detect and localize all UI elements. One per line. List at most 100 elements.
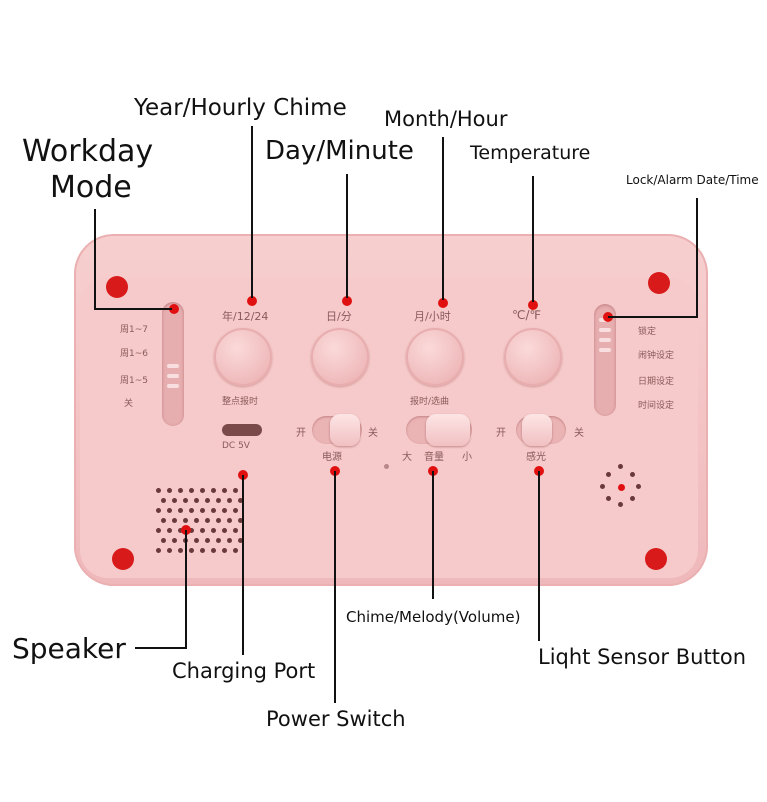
hourly-chime-label: 整点报时 [222, 397, 259, 407]
callout-lock-alarm-date-time: Lock/Alarm Date/Time [626, 173, 759, 187]
speaker-hole [161, 518, 166, 523]
speaker-hole [156, 548, 161, 553]
speaker-hole [233, 508, 238, 513]
marker-month-hour [438, 298, 448, 308]
day-minute-button-label: 日/分 [326, 310, 352, 323]
speaker-hole [238, 538, 243, 543]
callout-speaker: Speaker [12, 632, 126, 665]
leader-line [696, 198, 698, 317]
buzzer-hole [630, 472, 635, 477]
power-switch[interactable] [312, 414, 362, 446]
callout-month-hour: Month/Hour [384, 107, 508, 131]
buzzer-hole [618, 502, 623, 507]
speaker-hole [211, 508, 216, 513]
slider-grip [599, 348, 611, 352]
buzzer-hole [618, 464, 623, 469]
callout-workday-mode-line2: Mode [50, 170, 132, 205]
speaker-hole [183, 498, 188, 503]
speaker-hole [216, 518, 221, 523]
marker-workday [169, 304, 179, 314]
power-off-label: 关 [368, 428, 378, 439]
speaker-hole [200, 548, 205, 553]
usb-c-port[interactable] [222, 424, 262, 436]
lock-option-label: 日期设定 [638, 377, 675, 387]
volume-big-label: 大 [402, 452, 412, 463]
speaker-hole [189, 548, 194, 553]
power-switch-knob [330, 414, 360, 446]
month-hour-button[interactable] [406, 328, 464, 386]
speaker-hole [233, 488, 238, 493]
speaker-hole [194, 518, 199, 523]
lock-option-label: 时间设定 [638, 401, 675, 411]
speaker-hole [205, 498, 210, 503]
speaker-hole [189, 528, 194, 533]
speaker-hole [216, 498, 221, 503]
speaker-hole [200, 508, 205, 513]
speaker-hole [156, 528, 161, 533]
light-sensor-switch[interactable] [516, 414, 566, 446]
volume-switch[interactable] [406, 414, 472, 446]
speaker-hole [178, 488, 183, 493]
speaker-hole [216, 538, 221, 543]
speaker-hole [211, 548, 216, 553]
temperature-button[interactable] [504, 328, 562, 386]
marker-year [247, 296, 257, 306]
slider-grip [167, 374, 179, 378]
speaker-hole [178, 548, 183, 553]
leader-line [538, 471, 540, 641]
year-hourly-chime-button[interactable] [214, 328, 272, 386]
speaker-hole [172, 498, 177, 503]
speaker-hole [233, 528, 238, 533]
volume-small-label: 小 [462, 452, 472, 463]
speaker-hole [156, 488, 161, 493]
speaker-hole [211, 528, 216, 533]
callout-chime-melody-volume: Chime/Melody(Volume) [346, 608, 521, 626]
slider-grip [599, 338, 611, 342]
buzzer-hole [618, 484, 625, 491]
speaker-hole [238, 518, 243, 523]
lock-option-label: 闹钟设定 [638, 351, 675, 361]
callout-power-switch: Power Switch [266, 707, 406, 731]
workday-option-label: 关 [124, 399, 134, 409]
buzzer-hole [636, 484, 641, 489]
volume-label: 音量 [424, 452, 444, 463]
speaker-hole [227, 538, 232, 543]
chime-melody-label: 报时/选曲 [410, 397, 450, 407]
leader-line [334, 471, 336, 703]
speaker-hole [161, 538, 166, 543]
speaker-hole [161, 498, 166, 503]
callout-temperature: Temperature [470, 142, 591, 164]
speaker-hole [211, 488, 216, 493]
buzzer-hole [606, 472, 611, 477]
leader-line [346, 174, 348, 298]
corner-screw-top-right [648, 272, 670, 294]
speaker-hole [178, 528, 183, 533]
speaker-hole [222, 548, 227, 553]
speaker-hole [167, 508, 172, 513]
leader-line [251, 126, 253, 298]
leader-line [94, 308, 172, 310]
speaker-hole [189, 508, 194, 513]
speaker-hole [194, 498, 199, 503]
speaker-hole [222, 508, 227, 513]
workday-option-label: 周1~5 [120, 376, 148, 386]
day-minute-button[interactable] [311, 328, 369, 386]
speaker-hole [227, 498, 232, 503]
slider-grip [599, 328, 611, 332]
marker-day-minute [342, 296, 352, 306]
corner-screw-bottom-left [112, 548, 134, 570]
workday-mode-slider[interactable] [162, 302, 184, 426]
workday-option-label: 周1~6 [120, 349, 148, 359]
speaker-hole [227, 518, 232, 523]
slider-grip [167, 364, 179, 368]
corner-screw-bottom-right [645, 548, 667, 570]
callout-year-hourly-chime: Year/Hourly Chime [134, 95, 347, 121]
month-hour-button-label: 月/小时 [414, 310, 451, 323]
speaker-hole [205, 538, 210, 543]
speaker-hole [178, 508, 183, 513]
sensor-on-label: 开 [496, 428, 506, 439]
leader-line [94, 209, 96, 309]
callout-workday-mode-line1: Workday [22, 134, 154, 169]
buzzer-hole [630, 496, 635, 501]
